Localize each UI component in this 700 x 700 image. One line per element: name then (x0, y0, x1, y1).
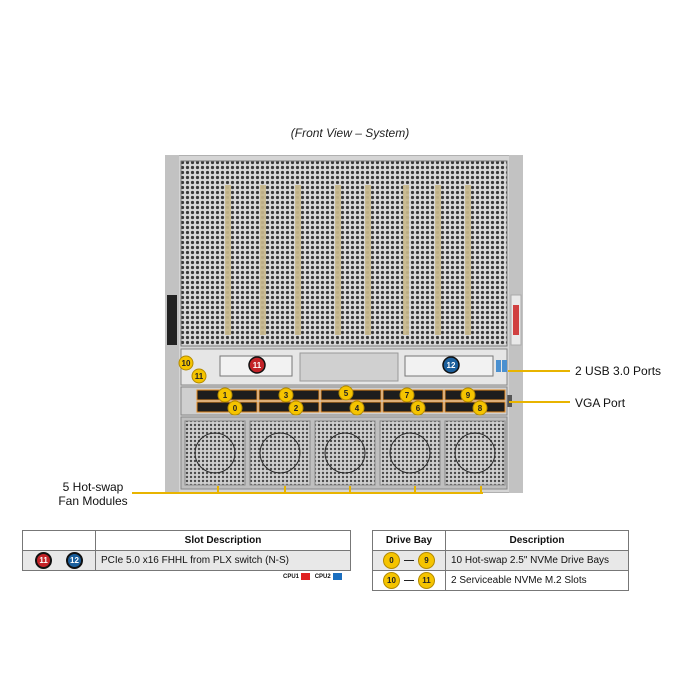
table-row: 0 9 10 Hot-swap 2.5" NVMe Drive Bays (372, 550, 629, 571)
legend-cpu1-swatch (301, 573, 311, 580)
badge-drive-5: 5 (344, 389, 349, 398)
badge-drive-3: 3 (284, 391, 289, 400)
gpu-mesh-grille (180, 160, 508, 347)
legend-cpu1-label: CPU1 (283, 574, 300, 581)
cpu-legend: CPU1 CPU2 (283, 573, 345, 580)
usb-port (496, 360, 501, 372)
table-row: 10 11 2 Serviceable NVMe M.2 Slots (372, 570, 629, 591)
fan-callout-label: 5 Hot-swap Fan Modules (58, 480, 128, 508)
badge-drive-1: 1 (223, 391, 228, 400)
drive-range-to: 11 (418, 572, 435, 589)
drive-row-description: 2 Serviceable NVMe M.2 Slots (445, 570, 629, 591)
usb-port (502, 360, 507, 372)
badge-drive-8: 8 (478, 404, 483, 413)
slot-header: Slot Description (95, 530, 351, 551)
slot-row-badges: 11 12 (22, 550, 96, 571)
server-front-view: 10 11 11 12 1 3 5 7 9 0 2 4 6 8 (165, 155, 523, 493)
slot-badge-12: 12 (65, 552, 83, 569)
badge-drive-0: 0 (233, 404, 238, 413)
badge-drive-9: 9 (466, 391, 471, 400)
badge-drive-6: 6 (416, 404, 421, 413)
badge-pcie-11: 11 (253, 361, 262, 370)
fan-callout-line1: 5 Hot-swap (62, 480, 124, 494)
legend-cpu2-swatch (332, 573, 342, 580)
legend-cpu2-label: CPU2 (314, 574, 331, 581)
badge-drive-7: 7 (405, 391, 410, 400)
drive-range-to: 9 (418, 552, 435, 569)
badge-pcie-12: 12 (447, 361, 456, 370)
badge-drive-4: 4 (355, 404, 360, 413)
drive-header-bay: Drive Bay (372, 530, 446, 551)
drive-bay-table: Drive Bay Description 0 9 10 Hot-swap 2.5… (372, 530, 629, 591)
slot-description-table: Slot Description 11 12 PCIe 5.0 x16 FHHL… (22, 530, 351, 571)
badge-drive-2: 2 (294, 404, 299, 413)
drive-range-from: 0 (383, 552, 400, 569)
drive-header-description: Description (445, 530, 629, 551)
badge-m2-10: 10 (182, 359, 191, 368)
diagram-title: (Front View – System) (290, 126, 410, 140)
vga-callout-label: VGA Port (575, 396, 626, 410)
drive-row-description: 10 Hot-swap 2.5" NVMe Drive Bays (445, 550, 629, 571)
fan-callout-line2: Fan Modules (58, 494, 128, 508)
slot-row-description: PCIe 5.0 x16 FHHL from PLX switch (N-S) (95, 550, 351, 571)
drive-range-from: 10 (383, 572, 400, 589)
slot-badge-11: 11 (35, 552, 53, 569)
usb-callout-label: 2 USB 3.0 Ports (575, 364, 662, 378)
badge-m2-11: 11 (195, 372, 204, 381)
slot-header-badges (22, 530, 96, 551)
